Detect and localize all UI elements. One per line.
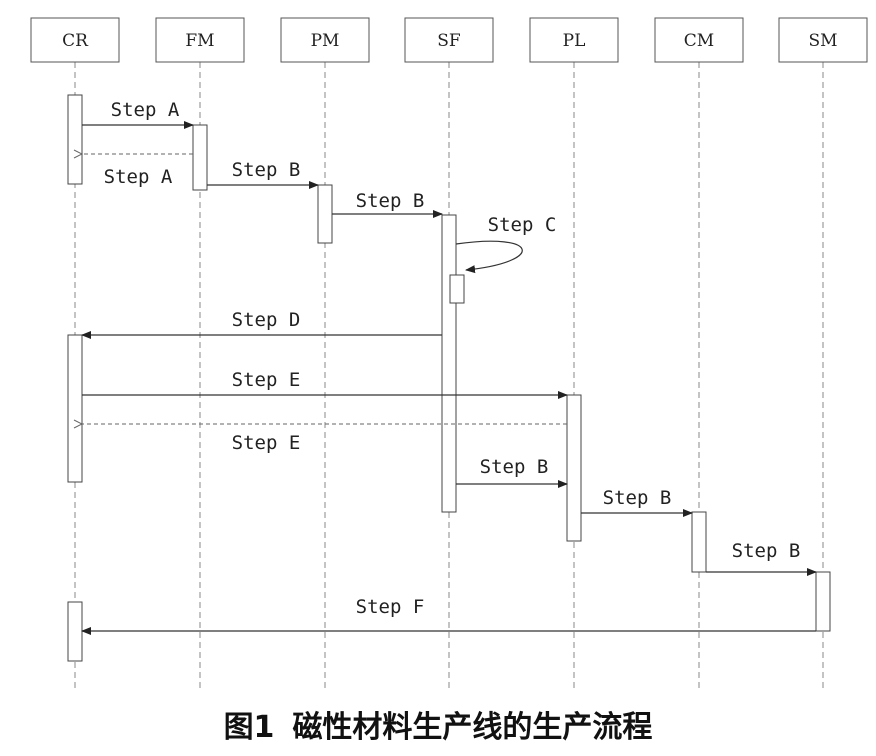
message-call: Step F [81, 596, 816, 635]
activation-bar-pl [566, 394, 582, 542]
message-call: Step B [581, 487, 693, 517]
participant-label: SM [808, 31, 837, 51]
message-self: Step C [455, 214, 557, 274]
participant-cr: CR [30, 17, 120, 692]
participant-label: PM [311, 31, 340, 51]
figure-title: 磁性材料生产线的生产流程 [292, 710, 653, 745]
activation-bar-fm [192, 124, 208, 191]
message-call: Step A [82, 99, 194, 129]
activation-bar-cr [67, 334, 83, 483]
message-label: Step E [232, 369, 301, 391]
activation-bar-cr [67, 94, 83, 185]
participant-box [654, 17, 744, 63]
message-label: Step B [232, 159, 301, 181]
activation-bars [67, 94, 831, 662]
participant-label: CR [62, 31, 89, 51]
participant-cm: CM [654, 17, 744, 692]
message-label: Step F [356, 596, 425, 618]
message-label: Step A [104, 166, 173, 188]
participant-label: CM [684, 31, 714, 51]
participant-label: PL [563, 31, 586, 51]
participant-label: SF [437, 31, 461, 51]
self-call-arrow [455, 240, 523, 274]
activation-bar-cr [67, 601, 83, 662]
message-call: Step B [706, 540, 817, 576]
message-call: Step E [82, 369, 568, 399]
participant-box [404, 17, 494, 63]
activation-bar-cm [691, 511, 707, 573]
participant-box [30, 17, 120, 63]
activation-bar-sm [815, 571, 831, 632]
message-label: Step B [356, 190, 425, 212]
message-label: Step B [732, 540, 801, 562]
activation-bar-pm [317, 184, 333, 244]
message-call: Step D [81, 309, 442, 339]
messages: Step A Step A Step B Step B Step C Step D Step… [81, 99, 817, 635]
message-return: Step E [82, 424, 567, 454]
activation-bar-sf [449, 274, 465, 304]
figure-caption: 图1 磁性材料生产线的生产流程 [0, 702, 876, 746]
participant-sm: SM [778, 17, 868, 692]
message-return: Step A [82, 154, 193, 188]
message-label: Step C [488, 214, 557, 236]
participant-box [280, 17, 370, 63]
participant-box [778, 17, 868, 63]
participant-pl: PL [529, 17, 619, 692]
participant-label: FM [185, 31, 214, 51]
message-label: Step B [603, 487, 672, 509]
participant-box [529, 17, 619, 63]
message-call: Step B [332, 190, 443, 218]
message-call: Step B [207, 159, 319, 189]
participant-fm: FM [155, 17, 245, 692]
participant-box [155, 17, 245, 63]
message-label: Step B [480, 456, 549, 478]
message-label: Step E [232, 432, 301, 454]
participants: CR FM PM SF PL CM SM [30, 17, 868, 692]
message-call: Step B [456, 456, 568, 488]
activation-bar-sf [441, 214, 457, 513]
figure-number: 图1 [223, 710, 275, 745]
message-label: Step D [232, 309, 301, 331]
message-label: Step A [111, 99, 180, 121]
participant-pm: PM [280, 17, 370, 692]
